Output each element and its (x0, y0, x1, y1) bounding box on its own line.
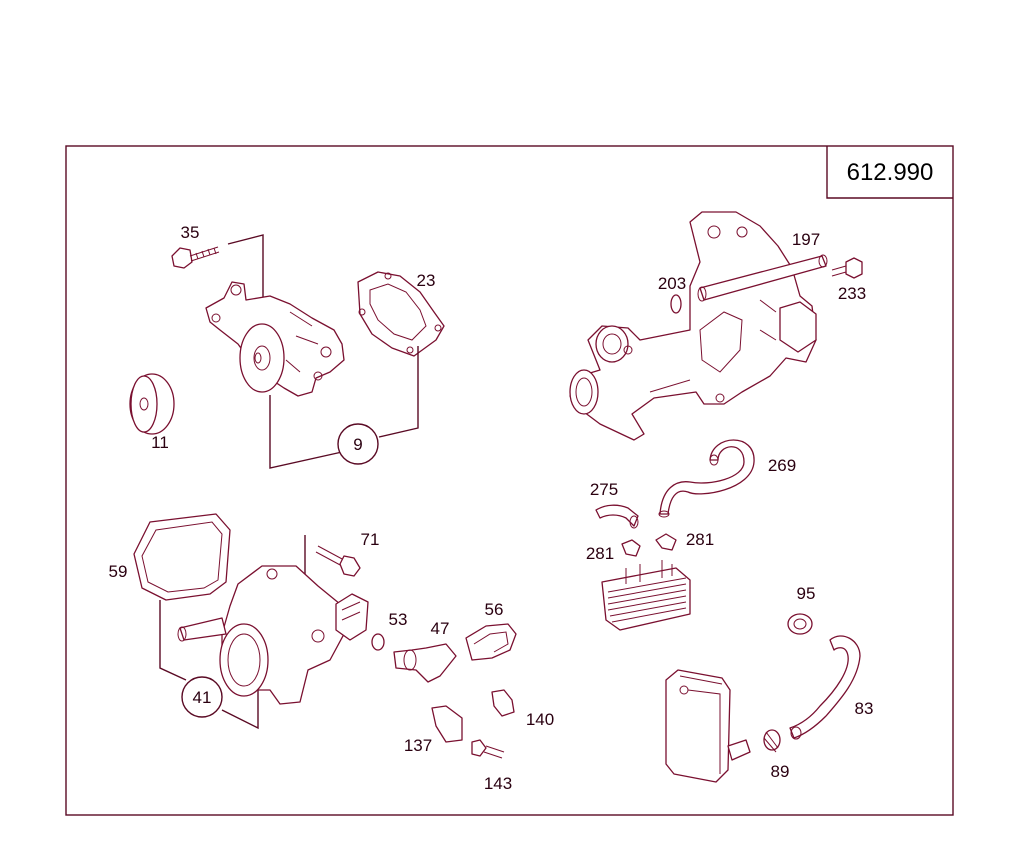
callout-197: 197 (792, 230, 820, 249)
callout-9-bubble (337, 423, 379, 465)
callout-41-bubble (181, 676, 223, 718)
part-47-sensor[interactable] (393, 643, 457, 683)
callout-11: 11 (151, 433, 169, 452)
part-oil-cooler-upper[interactable] (601, 560, 691, 631)
callout-203: 203 (658, 274, 686, 293)
part-71-bolt[interactable] (315, 545, 361, 577)
callout-275: 275 (590, 480, 618, 499)
part-233-bolt[interactable] (831, 257, 863, 279)
callout-269: 269 (768, 456, 796, 475)
part-95-clamp[interactable] (787, 613, 813, 635)
callout-23: 23 (417, 271, 436, 290)
callout-281-left: 281 (586, 544, 614, 563)
part-269-hose[interactable] (658, 439, 755, 518)
callout-47: 47 (431, 619, 450, 638)
part-56-clip[interactable] (465, 623, 517, 661)
callout-53: 53 (389, 610, 408, 629)
part-89-clamp[interactable] (763, 729, 781, 753)
part-53-oring[interactable] (371, 633, 385, 651)
part-140-clip[interactable] (491, 689, 515, 717)
leader-35 (227, 234, 264, 300)
callout-95: 95 (797, 584, 816, 603)
leader-9-left (269, 395, 343, 469)
part-housing-upper[interactable] (569, 211, 817, 441)
callout-143: 143 (484, 774, 512, 793)
part-water-pump[interactable] (205, 281, 345, 397)
part-sensor-connector[interactable] (335, 593, 369, 641)
part-143-bolt[interactable] (471, 739, 505, 759)
callout-137: 137 (404, 736, 432, 755)
diagram-code: 612.990 (847, 159, 934, 186)
part-197-pipe[interactable] (697, 254, 828, 302)
callout-41: 41 (193, 688, 212, 707)
part-281-clamp-b[interactable] (655, 533, 677, 551)
callout-83: 83 (855, 699, 874, 718)
part-23-gasket[interactable] (357, 271, 445, 357)
leader-9-right (378, 346, 419, 438)
callout-281-right: 281 (686, 530, 714, 549)
part-275-hose[interactable] (595, 504, 639, 529)
part-59-gasket[interactable] (133, 513, 231, 601)
callout-71: 71 (361, 530, 380, 549)
diagram-code-box: 612.990 (826, 146, 953, 199)
callout-233: 233 (838, 284, 866, 303)
callout-59: 59 (109, 562, 128, 581)
part-11-pulley[interactable] (129, 373, 175, 435)
part-oil-cooler-lower[interactable] (665, 669, 751, 783)
leader-41-left (159, 600, 187, 681)
part-thermostat-housing[interactable] (177, 565, 345, 705)
callout-56: 56 (485, 600, 504, 619)
part-137-clip[interactable] (431, 705, 463, 743)
callout-35: 35 (181, 223, 200, 242)
part-281-clamp-a[interactable] (621, 539, 641, 557)
part-35-bolt[interactable] (171, 246, 220, 269)
leader-41-right (221, 680, 259, 730)
part-83-hose[interactable] (789, 635, 861, 740)
part-203-oring[interactable] (670, 294, 682, 314)
callout-89: 89 (771, 762, 790, 781)
callout-140: 140 (526, 710, 554, 729)
callout-9: 9 (353, 435, 362, 454)
diagram-frame (65, 145, 954, 816)
